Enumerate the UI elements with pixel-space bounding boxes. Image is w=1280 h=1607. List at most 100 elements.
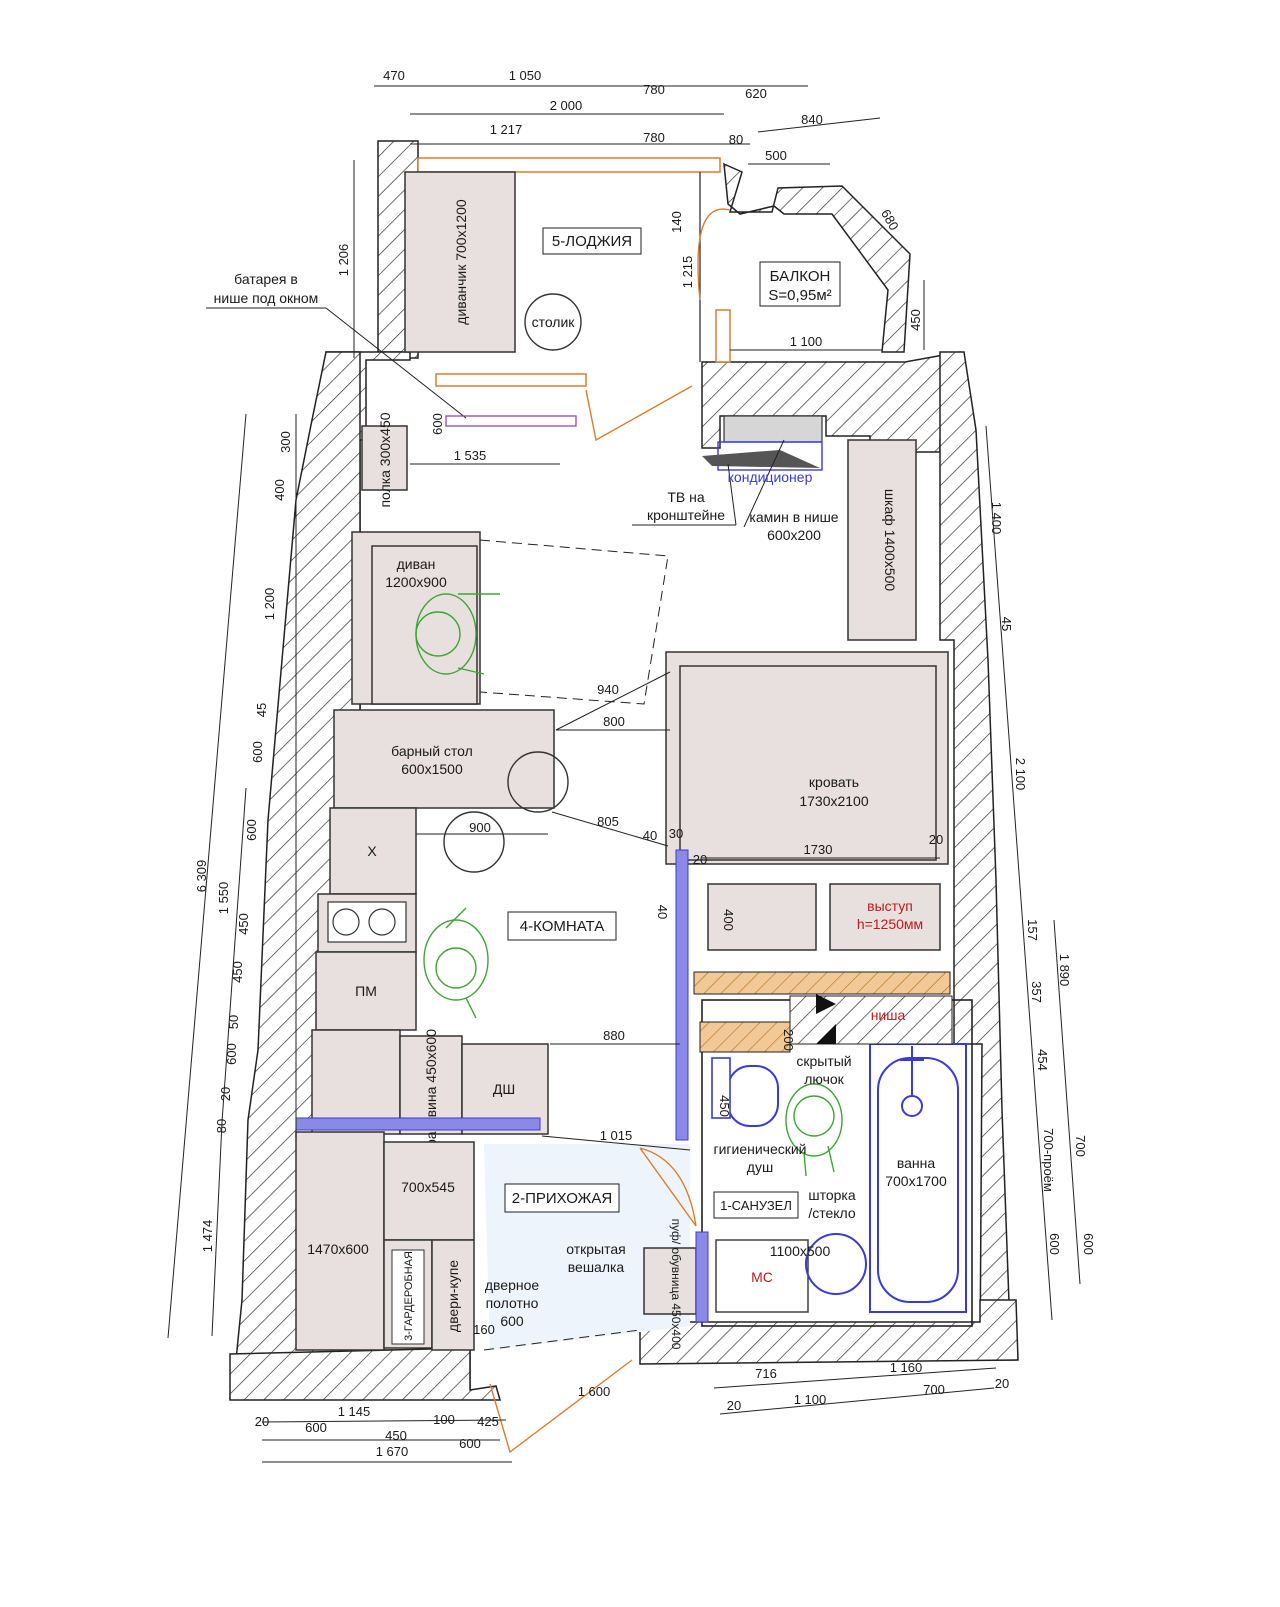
wardrobe <box>847 439 917 641</box>
dim-right-700-opening: 700-проём <box>1041 1128 1056 1192</box>
dim-bottom-700: 700 <box>923 1382 945 1397</box>
dim-1600: 1 600 <box>578 1384 611 1399</box>
nightstand-right <box>829 883 941 951</box>
bed-mattress <box>679 665 937 861</box>
partition-blue-2 <box>295 1117 541 1131</box>
dim-140: 140 <box>669 211 684 233</box>
tv-note-2: кронштейне <box>647 507 725 523</box>
dim-left-1550: 1 550 <box>216 882 231 915</box>
dim-top-840: 840 <box>801 112 823 127</box>
dim-top-500: 500 <box>765 148 787 163</box>
dim-bottom-1145: 1 145 <box>338 1404 371 1419</box>
dim-160: 160 <box>473 1322 495 1337</box>
dim-20-bed-2: 20 <box>929 832 943 847</box>
dim-30: 30 <box>669 826 683 841</box>
dim-bottom-600: 600 <box>305 1420 327 1435</box>
bathtub-label: ванна <box>897 1155 936 1171</box>
furniture: диванчик 700х1200 столик полка 300х450 д… <box>295 171 973 1351</box>
dim-left-300: 300 <box>278 431 293 453</box>
wall-balcony <box>723 162 911 353</box>
install-box <box>699 1021 791 1053</box>
curtain-note-1: шторка <box>808 1187 855 1203</box>
notes: батарея в нише под окном ТВ на кронштейн… <box>206 271 856 1329</box>
loggia-sofa-label: диванчик 700х1200 <box>453 199 469 325</box>
fireplace-note-2: 600х200 <box>767 527 821 543</box>
bar-label: барный стол <box>391 743 473 759</box>
fridge <box>329 807 417 895</box>
bathtub-size: 700х1700 <box>885 1173 947 1189</box>
niche-label: ниша <box>871 1007 906 1023</box>
loggia-window <box>417 157 721 173</box>
dim-left-1200: 1 200 <box>262 588 277 621</box>
dim-top-80: 80 <box>729 132 743 147</box>
dim-right-2100: 2 100 <box>1013 758 1028 791</box>
dim-right-1890: 1 890 <box>1057 954 1072 987</box>
toilet <box>727 1065 779 1127</box>
hall-label: 2-ПРИХОЖАЯ <box>512 1190 612 1207</box>
dim-bottom-1670: 1 670 <box>376 1444 409 1459</box>
tv <box>702 450 820 468</box>
table-label: столик <box>532 314 576 330</box>
door-note-3: 600 <box>500 1313 524 1329</box>
tv-note-1: ТВ на <box>667 489 705 505</box>
room-window <box>435 373 587 387</box>
person-icon <box>415 593 500 675</box>
dim-1730: 1730 <box>804 842 833 857</box>
bar-table <box>333 709 555 809</box>
dim-bottom-600-2: 600 <box>459 1436 481 1451</box>
dim-1015: 1 015 <box>600 1128 633 1143</box>
shower-note-2: душ <box>747 1159 773 1175</box>
loggia-label: 5-ЛОДЖИЯ <box>552 233 632 250</box>
sofa-seat <box>371 545 478 705</box>
burner-icon <box>332 908 360 936</box>
battery-note-1: батарея в <box>234 271 298 287</box>
dim-940: 940 <box>597 682 619 697</box>
dim-right-157: 157 <box>1025 919 1040 941</box>
door-note-2: полотно <box>486 1295 539 1311</box>
dim-top-1217: 1 217 <box>490 122 523 137</box>
sliding-label: двери-купе <box>445 1260 461 1332</box>
dim-1206: 1 206 <box>336 244 351 277</box>
dim-top-620: 620 <box>745 86 767 101</box>
dim-top-780-2: 780 <box>643 130 665 145</box>
fireplace <box>723 415 823 443</box>
dim-right-600: 600 <box>1047 1233 1062 1255</box>
dim-40-40: 40 <box>655 905 670 919</box>
fridge-label: Х <box>367 843 377 859</box>
hatch-note-2: лючок <box>804 1071 844 1087</box>
fireplace-note-1: камин в нише <box>749 509 838 525</box>
person-icon <box>785 1083 843 1177</box>
dim-805: 805 <box>597 814 619 829</box>
partition-blue <box>675 849 689 1141</box>
dim-400: 400 <box>721 909 736 931</box>
nightstand-left <box>707 883 817 951</box>
dim-left-6309: 6 309 <box>194 860 209 893</box>
dim-left-450: 450 <box>236 913 251 935</box>
dim-bottom-1100: 1 100 <box>794 1392 827 1407</box>
dim-40: 40 <box>643 828 657 843</box>
shower-note-1: гигиенический <box>713 1141 806 1157</box>
dim-bottom-100: 100 <box>433 1412 455 1427</box>
dim-450-bath: 450 <box>717 1095 732 1117</box>
closet-small <box>383 1141 475 1241</box>
dim-bottom-20-2: 20 <box>727 1398 741 1413</box>
dim-top-2000: 2 000 <box>550 98 583 113</box>
dim-left-600: 600 <box>250 741 265 763</box>
dim-left-50: 50 <box>226 1015 241 1029</box>
cooktop-panel <box>327 901 407 943</box>
bed-size: 1730х2100 <box>799 793 869 809</box>
shoe-label: пуф/ обувница 450х400 <box>669 1219 683 1350</box>
hanger-note-2: вешалка <box>568 1259 625 1275</box>
arrow-icon <box>816 994 836 1014</box>
wardrobe-label: шкаф 1400х500 <box>882 489 898 592</box>
dim-right-357: 357 <box>1029 981 1044 1003</box>
table <box>524 293 582 351</box>
dim-bottom-716: 716 <box>755 1366 777 1381</box>
bath-label: 1-САНУЗЕЛ <box>720 1198 792 1213</box>
sink-label: раковина 450х600 <box>423 1029 439 1147</box>
bar-stool <box>507 751 569 813</box>
dim-1535: 1 535 <box>454 448 487 463</box>
battery <box>445 415 577 427</box>
washbasin <box>805 1233 867 1295</box>
burner-icon <box>368 908 396 936</box>
